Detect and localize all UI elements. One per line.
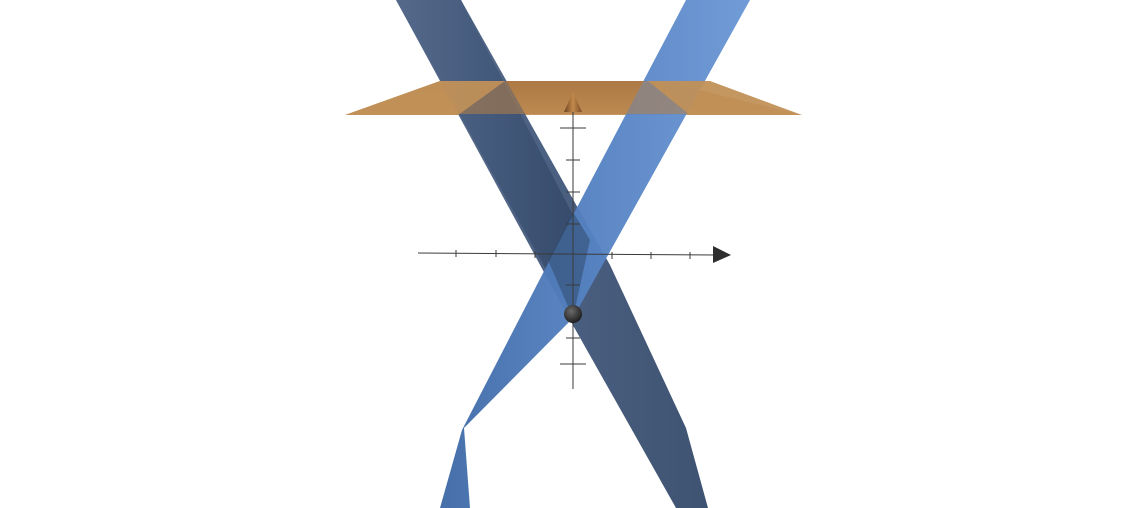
- cone-band-dark-upper: [396, 0, 573, 318]
- plane-right-wing: [648, 81, 802, 115]
- x-axis-arrowhead: [713, 246, 731, 263]
- cone-overlap-region: [548, 212, 590, 318]
- vertex-point[interactable]: [564, 305, 582, 323]
- x-axis: [417, 252, 717, 256]
- z-axis-arrowhead: [564, 92, 582, 112]
- plane-left-wing: [345, 81, 505, 115]
- axes: [417, 104, 717, 389]
- z-ticks: [560, 127, 586, 365]
- x-ticks: [455, 250, 691, 259]
